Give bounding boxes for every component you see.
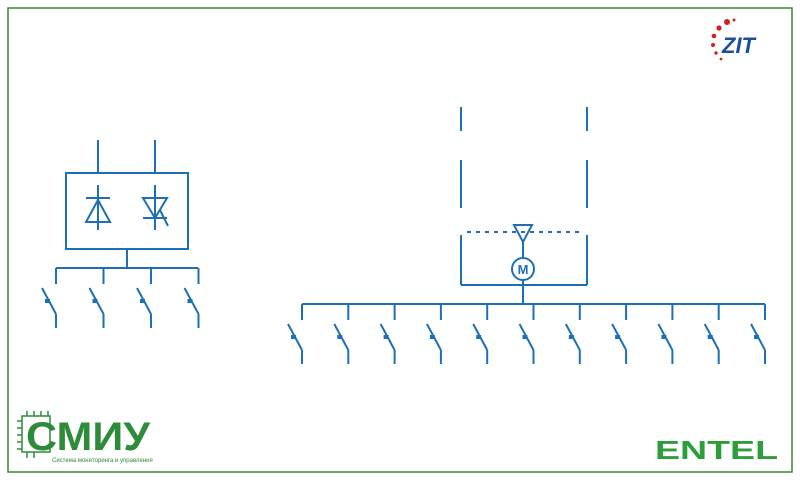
- motor-label: M: [518, 262, 529, 277]
- smiu-logo: СМИУ Система мониторинга и управления: [17, 411, 153, 464]
- circuit-breaker-symbol: [41, 268, 57, 328]
- circuit-breaker-symbol: [88, 268, 105, 328]
- circuit-breaker-symbol: [287, 304, 303, 364]
- motor-symbol: M: [511, 257, 535, 281]
- smiu-logo-subtitle: Система мониторинга и управления: [52, 458, 153, 464]
- circuit-breaker-symbol: [611, 304, 628, 364]
- left-breaker-group: [41, 268, 200, 328]
- circuit-breaker-symbol: [518, 304, 535, 364]
- zit-logo-text: ZIT: [721, 33, 757, 58]
- zit-logo: ZIT: [711, 18, 757, 61]
- circuit-breaker-symbol: [136, 268, 152, 328]
- circuit-breaker-symbol: [472, 304, 489, 364]
- thyristor-symbol: [141, 185, 169, 230]
- rectifier-block: [56, 140, 198, 269]
- diode-symbol: [84, 185, 112, 230]
- circuit-breaker-symbol: [750, 304, 766, 364]
- zit-dots-icon: [711, 18, 736, 61]
- frame-border: [7, 7, 793, 473]
- chip-icon: [17, 411, 51, 458]
- circuit-breaker-symbol: [703, 304, 720, 364]
- circuit-breaker-symbol: [564, 304, 581, 364]
- circuit-breaker-symbol: [333, 304, 350, 364]
- circuit-breaker-symbol: [183, 268, 200, 328]
- right-breaker-group: [287, 304, 766, 364]
- entel-logo: ENTEL: [655, 435, 778, 465]
- motor-section: [302, 107, 765, 305]
- circuit-breaker-symbol: [379, 304, 396, 364]
- smiu-logo-title: СМИУ: [26, 415, 151, 459]
- circuit-breaker-symbol: [426, 304, 442, 364]
- circuit-breaker-symbol: [657, 304, 674, 364]
